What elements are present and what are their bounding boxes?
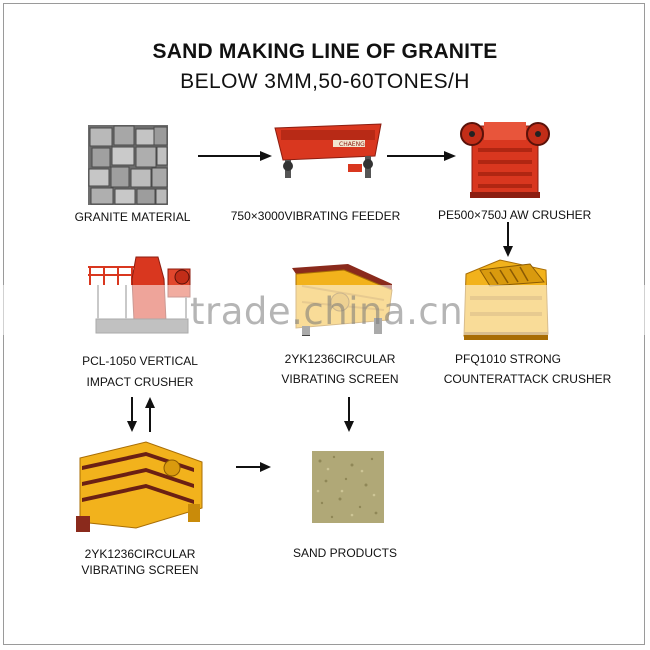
label-granite-material: GRANITE MATERIAL [74,210,191,224]
diagram-title: SAND MAKING LINE OF GRANITE [152,40,498,63]
arrow-right-icon [198,151,272,161]
label-vibrating-feeder: 750×3000VIBRATING FEEDER [230,209,401,223]
sand-pile-icon [312,451,384,523]
circular-vibrating-screen-icon [76,441,203,532]
label-pfq-line1: PFQ1010 STRONG [454,352,562,366]
label-vsi-line1: PCL-1050 VERTICAL [82,354,198,368]
arrow-down-icon [127,397,137,432]
label-pfq-line2: COUNTERATTACK CRUSHER [443,372,612,386]
vibrating-feeder-icon: CHAENG [274,123,382,178]
label-sand-products: SAND PRODUCTS [292,546,397,560]
arrow-right-icon [236,462,271,472]
label-screen-mid-line1: 2YK1236CIRCULAR [284,352,396,366]
arrow-right-icon [387,151,456,161]
label-jaw-crusher: PE500×750J AW CRUSHER [438,208,592,222]
granite-stones-icon [88,125,168,205]
label-screen-low-line1: 2YK1236CIRCULAR [84,547,196,561]
arrow-down-icon [503,222,513,257]
arrow-down-icon [344,397,354,432]
label-screen-mid-line2: VIBRATING SCREEN [281,372,399,386]
watermark-text: trade.china.cn [190,290,464,333]
svg-text:CHAENG: CHAENG [339,141,365,148]
arrow-up-icon [145,397,155,432]
label-vsi-line2: IMPACT CRUSHER [86,375,194,389]
watermark-band [0,285,650,335]
label-screen-low-line2: VIBRATING SCREEN [81,563,199,577]
jaw-crusher-icon [460,122,550,198]
diagram-subtitle: BELOW 3MM,50-60TONES/H [180,70,470,93]
